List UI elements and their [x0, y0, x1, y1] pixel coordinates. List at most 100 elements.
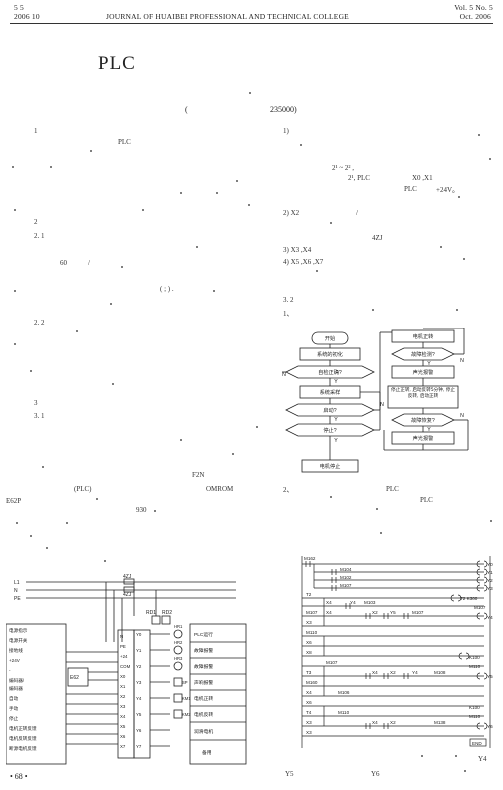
coil-12: Y6	[487, 724, 493, 729]
left-slash: /	[88, 259, 90, 267]
flow-y4: Y	[427, 361, 431, 367]
header-volume-left: 5 5	[14, 3, 24, 12]
section-3-1: 3. 1	[34, 412, 45, 420]
wiring-diagram: L1 N PE 4ZJ 4ZJ RD1 RD2 E62 电源指示 电源开关 接地…	[6, 574, 247, 765]
po-0: Y0	[136, 632, 142, 637]
flow-n4: N	[460, 413, 464, 419]
pi-10: X6	[120, 734, 126, 739]
lc-0: M162	[304, 556, 316, 561]
coil-7: K100	[469, 655, 480, 660]
left-paren-group: ( ; ) .	[160, 285, 174, 293]
lc-16: X8	[306, 650, 312, 655]
flow-stopq-label: 停止?	[323, 426, 336, 434]
lc-33: X3	[306, 730, 312, 735]
left-e62p: E62P	[6, 497, 22, 505]
pi-0: N	[120, 634, 123, 639]
pi-7: X3	[120, 704, 126, 709]
section-2-2: 2. 2	[34, 319, 45, 327]
lc-1: M104	[340, 567, 352, 572]
wiring-left-labels: 电源指示 电源开关 接地线 +24V - 编码器/ 编码器 自动 手动 停止 电…	[9, 627, 37, 752]
affiliation-code: 235000)	[270, 105, 297, 114]
page-number: • 68 •	[10, 772, 28, 781]
pi-5: X1	[120, 684, 126, 689]
section-2-1: 2. 1	[34, 232, 45, 240]
flow-y1: Y	[334, 379, 338, 385]
coil-4: T2 K300	[460, 596, 478, 601]
pi-9: X5	[120, 724, 126, 729]
wiring-right-labels: PLC运行 故障报警 故障报警 声响报警 电机正转 电机反转 润滑电机 备用	[194, 631, 213, 756]
lc-14: M110	[306, 630, 318, 635]
header-date: Oct. 2006	[459, 12, 491, 21]
right-plc4: PLC	[420, 496, 433, 504]
lc-32: M138	[434, 720, 446, 725]
wl-8: 手动	[9, 705, 19, 712]
ladder-contact-labels: M162 M104 M102 M107 T2 X4 Y4 M103 M107 X…	[304, 556, 446, 735]
lc-15: X6	[306, 640, 312, 645]
flow-n1: N	[282, 372, 286, 378]
section-1: 1	[34, 127, 38, 135]
pi-11: X7	[120, 744, 126, 749]
lc-17: M107	[326, 660, 338, 665]
section-3: 3	[34, 399, 38, 407]
right-x0x1: X0 ,X1	[412, 174, 433, 182]
po-7: Y7	[136, 744, 142, 749]
right-2pow: 2¹ ~ 2² ,	[332, 164, 354, 172]
header-rule	[10, 23, 493, 24]
plc-output-terminals: Y0 Y1 Y2 Y3 Y4 Y5 Y6 Y7	[136, 632, 142, 749]
header-volume-right: Vol. 5 No. 5	[454, 3, 493, 12]
pi-1: PE	[120, 644, 126, 649]
fuse-label-2: 4ZJ	[123, 592, 132, 598]
wl-3: +24V	[9, 658, 21, 663]
plc-input-terminals: N PE +24 COM X0 X1 X2 X3 X4 X5 X6 X7	[120, 634, 131, 749]
wr-2: 故障报警	[194, 663, 213, 670]
wl-12: 断源电机反馈	[9, 745, 37, 752]
coil-8: M110	[469, 664, 481, 669]
left-f2n: F2N	[192, 471, 205, 479]
line-l1: L1	[14, 580, 20, 586]
right-1: 1)	[283, 127, 289, 135]
flow-alarm2-label: 声光报警	[413, 434, 434, 442]
affiliation-paren: (	[185, 105, 188, 114]
right-2-x2: 2) X2	[283, 209, 300, 217]
coil-2: Y2	[487, 578, 493, 583]
lc-5: X4	[326, 600, 332, 605]
lamp-2: HR3	[174, 656, 183, 661]
wr-3: 声响报警	[194, 679, 213, 686]
left-plc-paren: (PLC)	[74, 485, 92, 493]
right-y6: Y6	[371, 770, 380, 778]
wr-5: 电机反转	[194, 711, 213, 718]
right-24v: +24V。	[436, 186, 460, 194]
left-930: 930	[136, 506, 147, 514]
lc-3: M107	[340, 583, 352, 588]
po-3: Y3	[136, 680, 142, 685]
right-4zj: 4ZJ	[372, 234, 383, 242]
lc-31: X2	[390, 720, 396, 725]
right-plc3: PLC	[386, 485, 399, 493]
flow-faultq-label: 故障检测?	[411, 350, 435, 358]
lamp-1: HR2	[174, 640, 183, 645]
lc-19: M160	[306, 680, 318, 685]
wr-7: 备用	[202, 749, 212, 756]
flow-y2: Y	[334, 417, 338, 423]
lc-29: X3	[306, 720, 312, 725]
lc-25: X6	[306, 700, 312, 705]
pi-8: X4	[120, 714, 126, 719]
pi-4: X0	[120, 674, 126, 679]
line-n: N	[14, 588, 18, 594]
lc-18: T3	[306, 670, 312, 675]
header-year: 2006 10	[14, 12, 40, 21]
coil-9: Y5	[487, 674, 493, 679]
flow-n2: N	[380, 402, 384, 408]
lc-7: M103	[364, 600, 376, 605]
coil-5: M107	[474, 605, 486, 610]
wl-9: 停止	[9, 715, 19, 722]
coil-end: END	[472, 741, 482, 746]
ladder-diagram: M162 M104 M102 M107 T2 X4 Y4 M103 M107 X…	[301, 556, 493, 748]
flow-alarm-label: 声光报警	[413, 368, 434, 376]
coil-3: Y3	[487, 586, 493, 591]
flow-selfcheck-label: 自检正确?	[318, 368, 342, 376]
fuse-label: 4ZJ	[123, 574, 132, 580]
lc-6: Y4	[350, 600, 356, 605]
right-item-2: 2、	[283, 486, 294, 494]
flowchart-figure: 开始 系统的初化 自检正确? 系统采样 启动? 停止? 电机停止 电机正转 故障…	[282, 328, 469, 473]
